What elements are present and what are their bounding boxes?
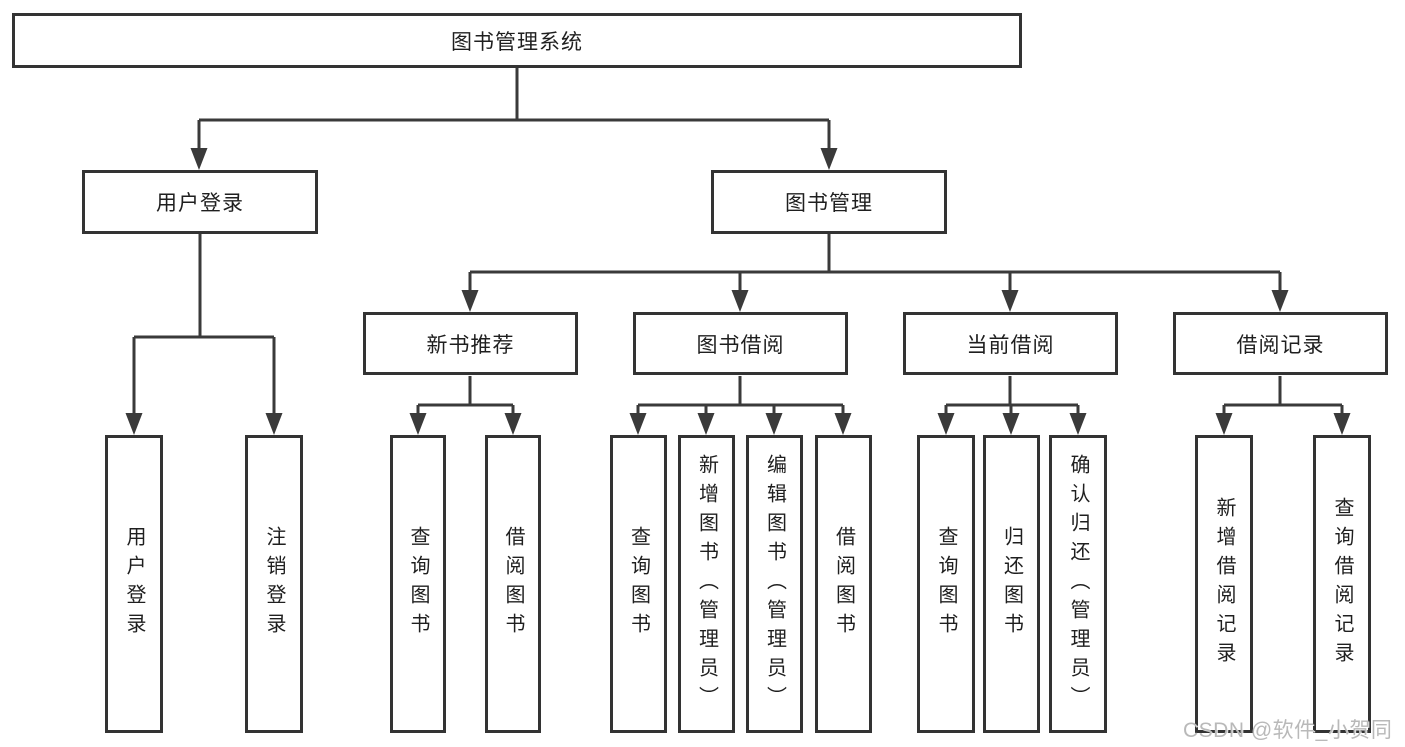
node-label: 用户登录: [123, 526, 145, 642]
node-label: 当前借阅: [966, 333, 1055, 357]
node-new-book-rec: 新书推荐: [363, 312, 578, 375]
node-root: 图书管理系统: [12, 13, 1022, 68]
leaf-br-add-record: 新增借阅记录: [1195, 435, 1253, 733]
node-label: 借阅图书: [832, 526, 855, 642]
leaf-cb-query-books: 查询图书: [917, 435, 975, 733]
node-label: 图书管理: [785, 192, 873, 215]
node-label: 注销登录: [263, 526, 285, 642]
leaf-cb-return-books: 归还图书: [983, 435, 1040, 733]
node-current-borrow: 当前借阅: [903, 312, 1118, 375]
node-label: 新增图书（管理员）: [695, 453, 718, 715]
node-label: 借阅记录: [1236, 333, 1325, 357]
node-book-mgmt: 图书管理: [711, 170, 947, 234]
arrowheads: [125, 148, 1351, 435]
node-label: 借阅图书: [502, 526, 524, 642]
node-label: 编辑图书（管理员）: [763, 453, 786, 715]
node-label: 新增借阅记录: [1213, 497, 1235, 671]
node-label: 新书推荐: [426, 333, 515, 357]
leaf-bb-edit-books: 编辑图书（管理员）: [746, 435, 803, 733]
leaf-cb-confirm-return: 确认归还（管理员）: [1049, 435, 1107, 733]
leaf-user-login: 用户登录: [105, 435, 163, 733]
node-label: 图书管理系统: [451, 30, 583, 54]
leaf-br-query-record: 查询借阅记录: [1313, 435, 1371, 733]
leaf-bb-query-books: 查询图书: [610, 435, 667, 733]
leaf-rec-borrow-books: 借阅图书: [485, 435, 541, 733]
node-label: 用户登录: [156, 192, 244, 215]
node-label: 查询借阅记录: [1331, 497, 1353, 671]
node-label: 查询图书: [407, 526, 429, 642]
node-label: 查询图书: [627, 526, 650, 642]
node-label: 归还图书: [1000, 526, 1023, 642]
node-label: 确认归还（管理员）: [1067, 453, 1089, 715]
leaf-rec-query-books: 查询图书: [390, 435, 446, 733]
watermark: CSDN @软件_小贺同学: [1183, 719, 1393, 742]
node-user-login: 用户登录: [82, 170, 318, 234]
tree-edges: [132, 68, 1344, 417]
node-book-borrow: 图书借阅: [633, 312, 848, 375]
node-label: 查询图书: [935, 526, 957, 642]
leaf-bb-add-books: 新增图书（管理员）: [678, 435, 735, 733]
node-borrow-records: 借阅记录: [1173, 312, 1388, 375]
node-label: 图书借阅: [696, 333, 785, 357]
leaf-logout: 注销登录: [245, 435, 303, 733]
leaf-bb-borrow-books: 借阅图书: [815, 435, 872, 733]
